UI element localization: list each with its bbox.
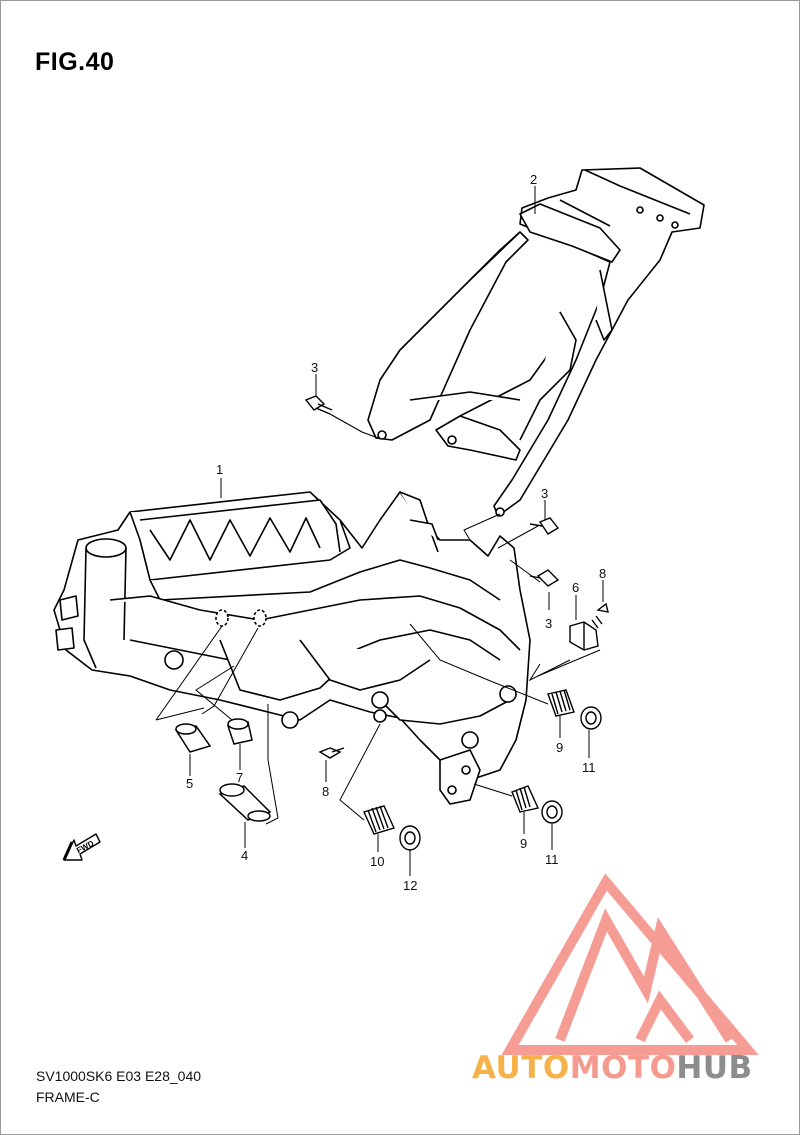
adjuster-part-10 <box>363 805 395 835</box>
bracket-part-6 <box>569 621 599 651</box>
callout-10: 10 <box>370 854 384 869</box>
forward-arrow-icon: FWD <box>62 833 101 861</box>
nut-part-12 <box>399 825 421 851</box>
figure-title: FIG.40 <box>35 48 115 76</box>
collar-part-4 <box>218 783 272 822</box>
callout-11-upper: 11 <box>582 760 596 775</box>
callout-2: 2 <box>530 172 537 187</box>
spacer-part-5 <box>174 723 212 753</box>
callout-11-lower: 11 <box>545 852 559 867</box>
seat-rail <box>367 167 705 517</box>
watermark-hub: HUB <box>676 1050 753 1086</box>
callout-9-upper: 9 <box>556 740 563 755</box>
watermark-auto: AUTO <box>472 1050 570 1086</box>
callout-3-mid: 3 <box>541 486 548 501</box>
watermark-moto: MOTO <box>569 1050 677 1086</box>
spacer-part-7 <box>227 718 253 745</box>
callout-numbers: 1 2 3 3 3 4 5 6 7 8 8 9 9 10 11 11 12 <box>186 172 606 893</box>
nut-part-11 <box>541 706 602 824</box>
callout-7: 7 <box>236 770 243 785</box>
adjuster-part-9 <box>511 689 575 813</box>
callout-1: 1 <box>216 462 223 477</box>
diagram-name: FRAME-C <box>36 1089 100 1105</box>
watermark-logo <box>501 873 759 1055</box>
leader-lines <box>155 186 604 876</box>
callout-8-right: 8 <box>599 566 606 581</box>
callout-9-lower: 9 <box>520 836 527 851</box>
callout-12: 12 <box>403 878 417 893</box>
watermark-text: AUTOMOTOHUB <box>472 1050 753 1086</box>
callout-3-low: 3 <box>545 616 552 631</box>
model-code: SV1000SK6 E03 E28_040 <box>36 1068 202 1084</box>
bolt-part-3 <box>304 395 560 587</box>
main-frame <box>53 491 531 805</box>
callout-4: 4 <box>241 848 248 863</box>
callout-5: 5 <box>186 776 193 791</box>
callout-8-left: 8 <box>322 784 329 799</box>
callout-6: 6 <box>572 580 579 595</box>
callout-3-top: 3 <box>311 360 318 375</box>
bolt-part-8 <box>318 602 609 759</box>
